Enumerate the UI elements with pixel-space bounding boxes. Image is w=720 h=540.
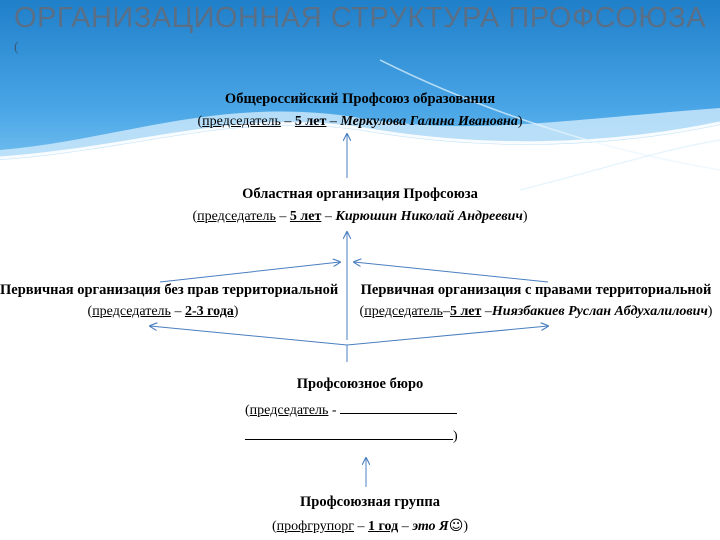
node-primary-rights-name: Первичная организация с правами территор… — [360, 282, 712, 298]
node-primary-rights: Первичная организация с правами территор… — [352, 281, 720, 321]
node-bureau-details: (председатель - — [0, 400, 720, 420]
node-all-russian-details: (председатель – 5 лет – Меркулова Галина… — [197, 114, 523, 129]
node-group-details: (профгрупорг – 1 год – это Я☺) — [272, 518, 468, 534]
node-group: Профсоюзная группа (профгрупорг – 1 год … — [0, 493, 720, 536]
node-regional: Областная организация Профсоюза (председ… — [0, 185, 720, 226]
node-regional-details: (председатель – 5 лет – Кирюшин Николай … — [192, 209, 528, 224]
page-title: ОРГАНИЗАЦИОННАЯ СТРУКТУРА ПРОФСОЮЗА — [13, 2, 707, 34]
node-primary-no-rights-details: (председатель – 2-3 года) — [87, 304, 239, 319]
node-bureau: Профсоюзное бюро (председатель - ) — [0, 375, 720, 446]
node-regional-name: Областная организация Профсоюза — [242, 186, 478, 202]
smiley-icon: ☺ — [448, 518, 464, 534]
node-bureau-name: Профсоюзное бюро — [296, 376, 424, 392]
node-all-russian-name: Общероссийский Профсоюз образования — [224, 91, 496, 107]
node-primary-rights-details: (председатель–5 лет –Ниязбакиев Руслан А… — [359, 304, 713, 319]
node-primary-no-rights: Первичная организация без прав территори… — [0, 281, 339, 321]
node-bureau-details-line2: ) — [0, 426, 720, 446]
bureau-blank-1 — [340, 400, 458, 414]
stray-paren: ( — [14, 40, 19, 55]
node-primary-no-rights-name: Первичная организация без прав территори… — [0, 282, 339, 298]
bureau-blank-2 — [245, 426, 453, 440]
node-group-name: Профсоюзная группа — [300, 494, 440, 510]
node-all-russian: Общероссийский Профсоюз образования (пре… — [0, 90, 720, 131]
